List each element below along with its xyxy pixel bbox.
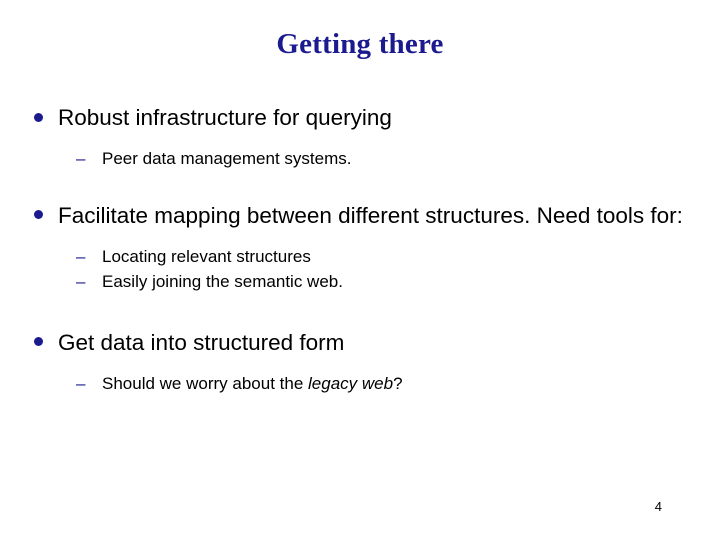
disc-bullet-icon bbox=[34, 337, 43, 347]
list-item: Robust infrastructure for querying bbox=[30, 104, 690, 132]
spacer bbox=[30, 234, 690, 244]
bullet-text-after: ? bbox=[393, 373, 403, 393]
page-title: Getting there bbox=[276, 28, 444, 60]
bullet-text: Get data into structured form bbox=[58, 329, 345, 355]
dash-bullet-icon: – bbox=[76, 246, 86, 266]
dash-bullet-icon: – bbox=[76, 149, 86, 169]
page-number: 4 bbox=[654, 499, 662, 514]
spacer bbox=[30, 172, 690, 202]
list-item: Get data into structured form bbox=[30, 329, 690, 357]
dash-bullet-icon: – bbox=[76, 272, 86, 292]
bullet-text-emphasis: legacy web bbox=[308, 373, 394, 393]
list-item: – Peer data management systems. bbox=[30, 146, 690, 172]
spacer bbox=[30, 136, 690, 146]
spacer bbox=[30, 361, 690, 371]
list-item: – Locating relevant structures bbox=[30, 244, 690, 270]
bullet-text: Peer data management systems. bbox=[102, 149, 352, 169]
disc-bullet-icon bbox=[34, 210, 43, 220]
spacer bbox=[30, 295, 690, 329]
bullet-text: Robust infrastructure for querying bbox=[58, 105, 392, 130]
list-item: Facilitate mapping between different str… bbox=[30, 202, 690, 230]
bullet-text: Facilitate mapping between different str… bbox=[58, 202, 683, 228]
list-item: – Should we worry about the legacy web? bbox=[30, 371, 690, 397]
bullet-text: Easily joining the semantic web. bbox=[102, 272, 343, 292]
slide-body: Robust infrastructure for querying – Pee… bbox=[30, 104, 690, 396]
bullet-text-before: Should we worry about the bbox=[102, 373, 309, 393]
disc-bullet-icon bbox=[34, 112, 43, 122]
bullet-text: Locating relevant structures bbox=[102, 246, 311, 266]
dash-bullet-icon: – bbox=[76, 373, 86, 393]
list-item: – Easily joining the semantic web. bbox=[30, 269, 690, 295]
